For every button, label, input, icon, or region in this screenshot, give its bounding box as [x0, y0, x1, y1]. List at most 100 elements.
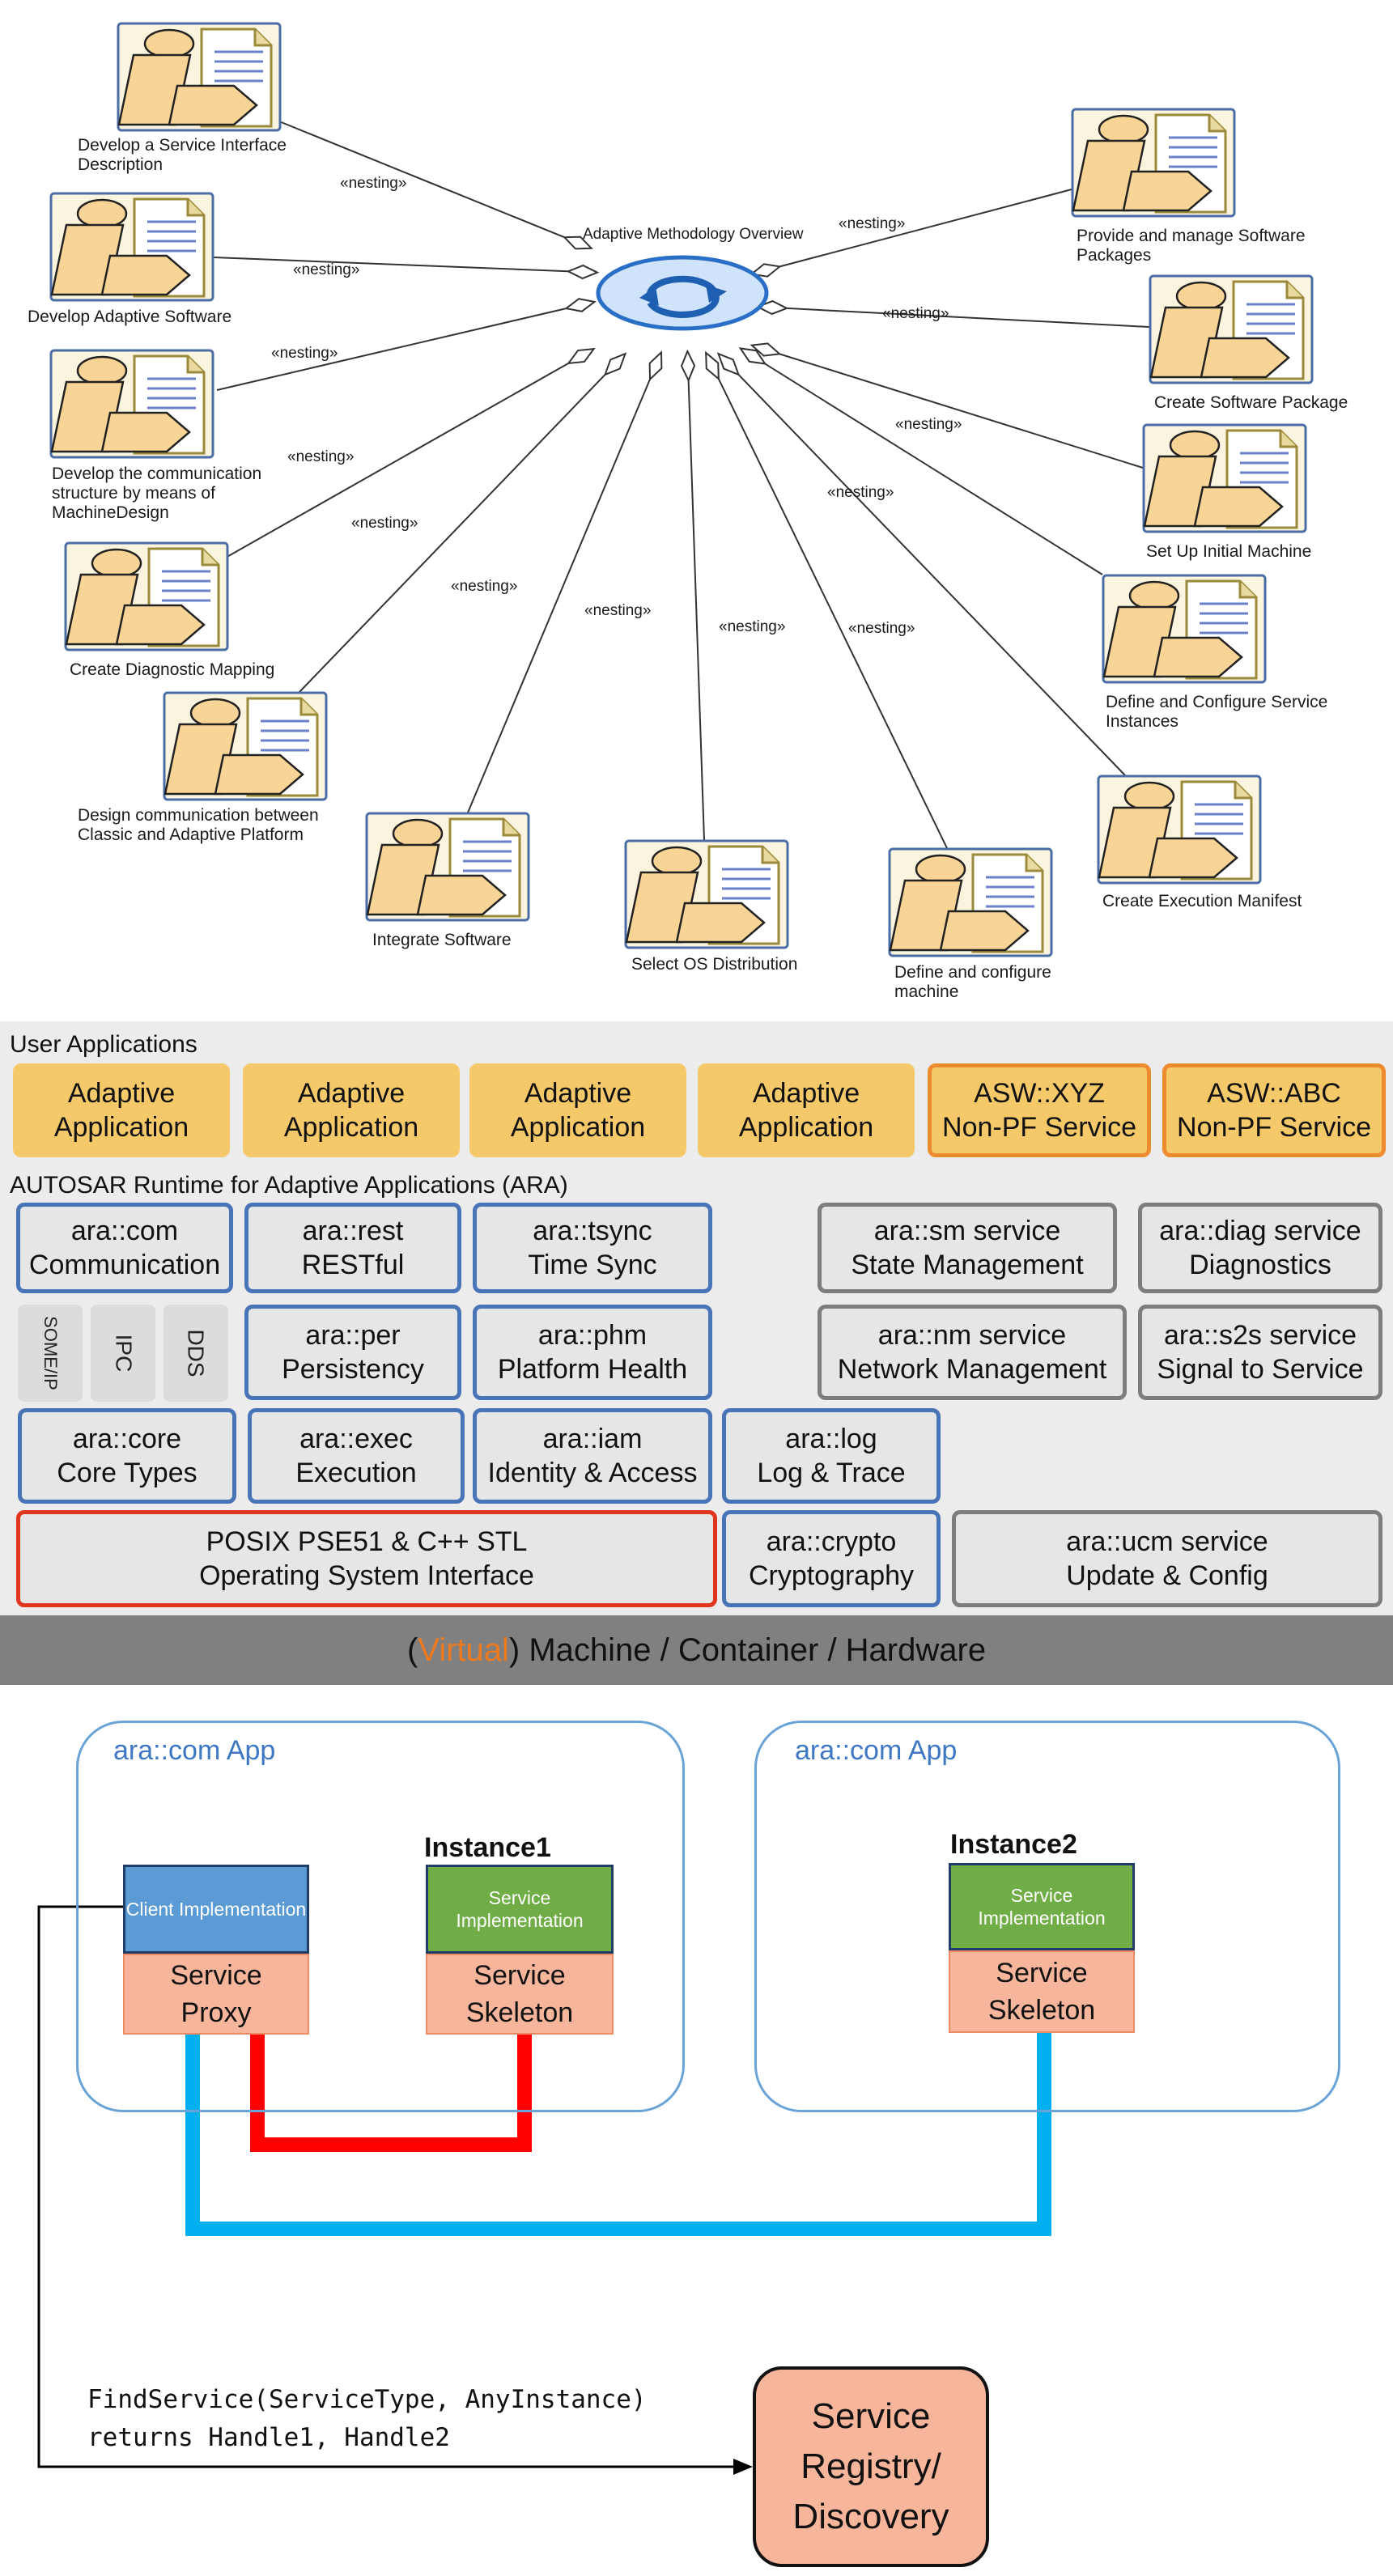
- workflow-icon: [365, 812, 530, 922]
- workflow-icon: [117, 22, 282, 132]
- user-apps-heading: User Applications: [10, 1031, 197, 1058]
- nesting-line: [213, 257, 569, 273]
- nesting-label: «nesting»: [451, 578, 517, 595]
- nesting-label: «nesting»: [340, 175, 406, 192]
- hardware-bar: (Virtual) Machine / Container / Hardware: [0, 1615, 1393, 1685]
- service-implementation-1: Service Implementation: [426, 1865, 614, 1954]
- instance1-label: Instance1: [424, 1832, 551, 1863]
- nesting-label: «nesting»: [351, 515, 418, 532]
- methodology-title: Adaptive Methodology Overview: [583, 226, 804, 243]
- client-implementation: Client Implementation: [123, 1865, 309, 1954]
- nesting-diamond: [566, 264, 600, 280]
- workflow-label-develop-communication-structure: Develop the communication structure by m…: [52, 465, 262, 522]
- workflow-icon: [1102, 574, 1267, 684]
- nesting-label: «nesting»: [895, 416, 962, 433]
- workflow-icon: [888, 847, 1053, 957]
- workflow-label-provide-manage-software-packages: Provide and manage Software Packages: [1077, 227, 1306, 265]
- nesting-diamond: [648, 350, 663, 381]
- nesting-line: [717, 378, 948, 849]
- binding-ipc: IPC: [91, 1305, 155, 1402]
- nesting-line: [299, 374, 606, 693]
- nesting-line: [467, 379, 651, 813]
- workflow-icon: [1142, 423, 1307, 533]
- nesting-line: [278, 121, 565, 239]
- workflow-icon: [163, 691, 328, 801]
- workflow-icon: [49, 192, 214, 302]
- find-service-arrowhead: [733, 2459, 753, 2475]
- nesting-line: [223, 363, 569, 559]
- nesting-label: «nesting»: [848, 620, 915, 637]
- ara-heading: AUTOSAR Runtime for Adaptive Application…: [10, 1172, 568, 1199]
- workflow-icon: [49, 349, 214, 459]
- workflow-icon: [624, 839, 789, 949]
- workflow-label-set-up-initial-machine: Set Up Initial Machine: [1146, 542, 1312, 561]
- nesting-diamond: [738, 347, 767, 365]
- binding-dds: DDS: [164, 1305, 228, 1402]
- nesting-line: [737, 374, 1126, 776]
- nesting-diamond: [716, 352, 741, 376]
- nesting-label: «nesting»: [719, 618, 785, 635]
- methodology-overview-icon: [596, 255, 769, 331]
- nesting-diamond: [705, 350, 720, 381]
- aracom-communication-diagram: ara::com App ara::com App Client Impleme…: [0, 1685, 1393, 2576]
- nesting-label: «nesting»: [584, 602, 651, 619]
- workflow-icon: [1097, 774, 1262, 885]
- nesting-label: «nesting»: [293, 261, 359, 278]
- nesting-diamond: [603, 352, 627, 376]
- methodology-connectors: «nesting» «nesting» «nesting» «nesting» «nes…: [49, 22, 1314, 957]
- nesting-diamond: [564, 298, 597, 312]
- nesting-label: «nesting»: [827, 484, 894, 501]
- nesting-label: «nesting»: [271, 345, 338, 362]
- workflow-label-integrate-software: Integrate Software: [372, 931, 512, 949]
- nesting-diamond: [563, 236, 593, 250]
- aracom-app-frame-1: [76, 1721, 685, 2112]
- nesting-label: «nesting»: [839, 215, 905, 232]
- aracom-app-frame-2: [754, 1721, 1340, 2112]
- aracom-app-title-2: ara::com App: [795, 1735, 958, 1766]
- workflow-label-define-configure-service-instances: Define and Configure Service Instances: [1106, 693, 1328, 731]
- nesting-line: [779, 353, 1144, 469]
- workflow-icon: [1071, 108, 1236, 218]
- nesting-line: [216, 308, 567, 391]
- instance2-label: Instance2: [950, 1829, 1077, 1860]
- find-service-call: FindService(ServiceType, AnyInstance) re…: [87, 2385, 647, 2452]
- nesting-line: [786, 307, 1150, 328]
- nesting-label: «nesting»: [287, 448, 354, 465]
- nesting-line: [687, 380, 705, 841]
- workflow-icon: [64, 541, 229, 651]
- workflow-label-create-diagnostic-mapping: Create Diagnostic Mapping: [70, 660, 275, 679]
- nesting-line: [764, 363, 1103, 575]
- workflow-label-develop-service-interface: Develop a Service Interface Description: [78, 136, 287, 174]
- find-service-line: [37, 1905, 737, 2468]
- binding-someip: SOME/IP: [18, 1305, 83, 1402]
- workflow-label-design-communication-classic-adaptive: Design communication between Classic and…: [78, 806, 319, 844]
- workflow-label-create-execution-manifest: Create Execution Manifest: [1102, 892, 1302, 910]
- nesting-line: [779, 189, 1072, 268]
- methodology-diagram: «nesting» «nesting» «nesting» «nesting» «nes…: [0, 0, 1393, 1012]
- workflow-label-select-os-distribution: Select OS Distribution: [631, 955, 798, 974]
- nesting-label: «nesting»: [882, 305, 949, 322]
